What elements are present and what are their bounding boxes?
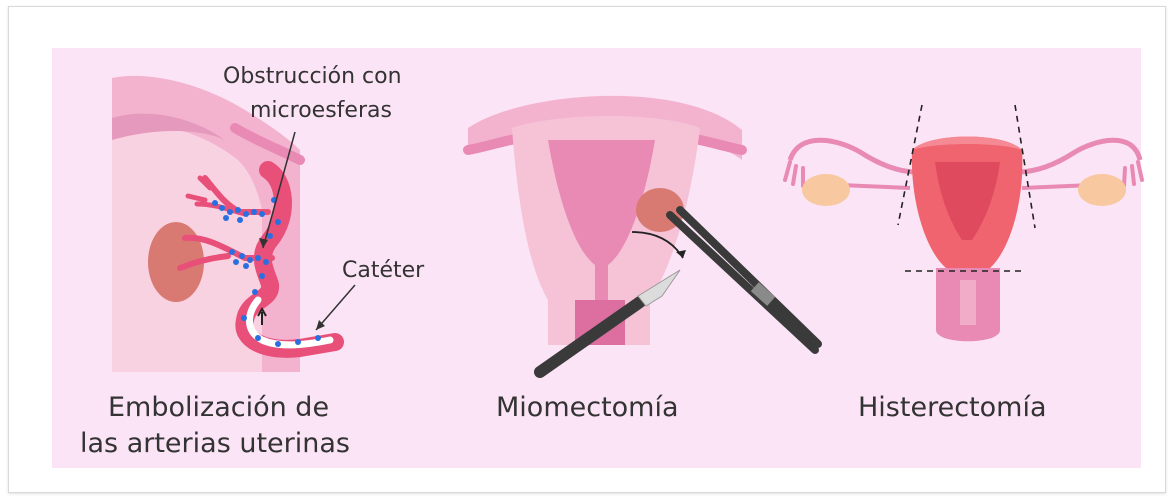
callout-catheter: Catéter	[342, 258, 424, 283]
fallopian-tube-left	[790, 140, 915, 172]
caption-hysterectomy: Histerectomía	[858, 392, 1047, 423]
vaginal-canal	[960, 280, 976, 325]
caption-embolization-line1: Embolización de	[108, 392, 329, 423]
callout-microspheres-line2: microesferas	[250, 98, 392, 123]
caption-embolization-line2: las arterias uterinas	[80, 428, 350, 459]
callout-microspheres-line1: Obstrucción con	[223, 64, 402, 89]
ovary-right	[1078, 174, 1126, 206]
myomectomy-illustration	[468, 96, 818, 372]
forceps	[670, 210, 818, 350]
caption-myomectomy: Miomectomía	[496, 392, 679, 423]
fallopian-tube-right	[1018, 140, 1140, 172]
ovarian-ligament-left	[840, 185, 910, 188]
hysterectomy-illustration	[785, 105, 1142, 341]
ovary-left	[802, 174, 850, 206]
